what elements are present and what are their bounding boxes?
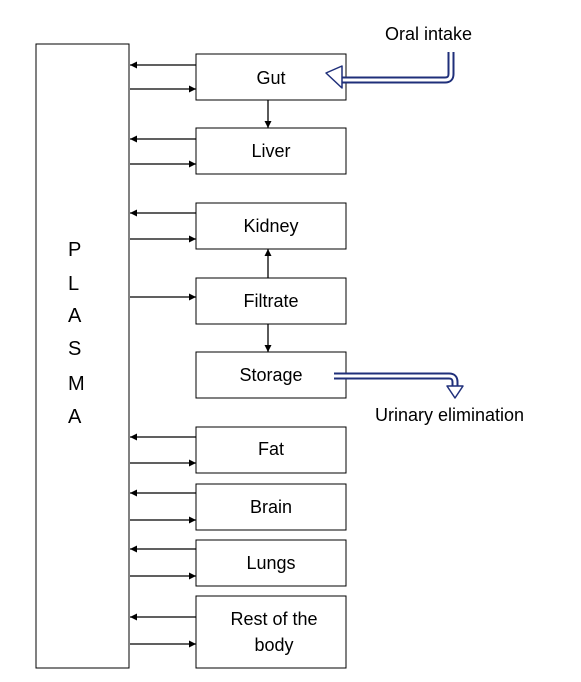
gut-box [195,53,347,101]
kidney-label: Kidney [243,216,298,236]
liver-label: Liver [251,141,290,161]
urinary-elimination-arrowhead [446,385,464,399]
rest-of-body-box [195,595,347,669]
kidney-box [195,202,347,250]
filtrate-label: Filtrate [243,291,298,311]
gut-label: Gut [256,68,285,88]
storage-label: Storage [239,365,302,385]
plasma-letter-p: P [68,239,81,261]
plasma-box [35,43,130,669]
plasma-letter-l: L [68,273,79,295]
gut-compartment: Gut [130,53,347,101]
plasma-compartment: P L A S M A [35,43,130,669]
filtrate-box [195,277,347,325]
brain-compartment: Brain [130,483,347,531]
fat-box [195,426,347,474]
kidney-compartment: Kidney [130,202,347,250]
liver-box [195,127,347,175]
brain-box [195,483,347,531]
plasma-letter-m: M [68,373,85,395]
lungs-label: Lungs [246,553,295,573]
brain-label: Brain [250,497,292,517]
lungs-compartment: Lungs [130,539,347,587]
rest-of-body-label-line1: Rest of the [230,609,317,629]
oral-intake-arrowhead [325,65,343,89]
urinary-elimination-flow: Urinary elimination [334,372,524,425]
filtrate-compartment: Filtrate [130,277,347,325]
plasma-letter-a: A [68,305,82,327]
rest-of-body-compartment: Rest of the body [130,595,347,669]
urinary-elimination-label: Urinary elimination [375,405,524,425]
lungs-box [195,539,347,587]
oral-intake-flow: Oral intake [325,24,472,89]
plasma-letter-a2: A [68,406,82,428]
plasma-letter-s: S [68,338,81,360]
oral-intake-hollow-arrow [342,52,455,84]
rest-of-body-label-line2: body [254,635,293,655]
liver-compartment: Liver [130,127,347,175]
fat-compartment: Fat [130,426,347,474]
storage-box [195,351,347,399]
storage-compartment: Storage [195,351,347,399]
fat-label: Fat [258,439,284,459]
oral-intake-label: Oral intake [385,24,472,44]
